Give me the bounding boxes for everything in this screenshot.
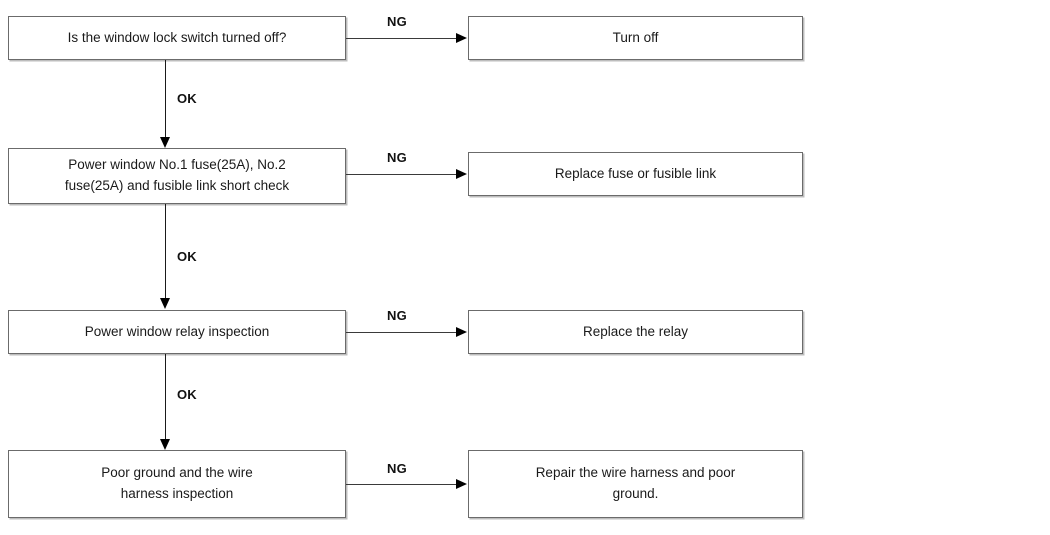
- check-box-step-2[interactable]: Power window No.1 fuse(25A), No.2 fuse(2…: [8, 148, 346, 204]
- result-box-step-1-label: Turn off: [612, 29, 659, 45]
- ng-label-3: NG: [387, 308, 407, 323]
- result-box-step-3-label: Replace the relay: [582, 323, 689, 339]
- ok-label-3: OK: [177, 387, 197, 402]
- ng-connector-line-2: [346, 174, 458, 175]
- ng-label-2: NG: [387, 150, 407, 165]
- ok-label-2: OK: [177, 249, 197, 264]
- ng-arrow-head-4: [456, 478, 467, 489]
- check-box-step-1[interactable]: Is the window lock switch turned off?: [8, 16, 346, 60]
- ok-arrow-head-1: [159, 137, 170, 148]
- ng-arrow-head-1: [456, 32, 467, 43]
- ng-connector-line-1: [346, 38, 458, 39]
- check-box-step-1-label: Is the window lock switch turned off?: [67, 29, 287, 45]
- result-box-step-4[interactable]: Repair the wire harness and poor ground.: [468, 450, 803, 518]
- ng-connector-line-4: [346, 484, 458, 485]
- ng-label-4: NG: [387, 461, 407, 476]
- result-box-step-2-label: Replace fuse or fusible link: [554, 165, 717, 181]
- result-box-step-4-label: Repair the wire harness and poor ground.: [535, 465, 736, 501]
- check-box-step-4-label: Poor ground and the wire harness inspect…: [101, 465, 253, 501]
- ok-connector-line-1: [165, 60, 166, 138]
- check-box-step-3-label: Power window relay inspection: [84, 323, 270, 339]
- result-box-step-2[interactable]: Replace fuse or fusible link: [468, 152, 803, 196]
- ok-label-1: OK: [177, 91, 197, 106]
- check-box-step-2-label: Power window No.1 fuse(25A), No.2 fuse(2…: [64, 157, 290, 193]
- ng-arrow-head-3: [456, 326, 467, 337]
- ng-arrow-head-2: [456, 168, 467, 179]
- ng-connector-line-3: [346, 332, 458, 333]
- ok-connector-line-2: [165, 204, 166, 299]
- check-box-step-3[interactable]: Power window relay inspection: [8, 310, 346, 354]
- check-box-step-4[interactable]: Poor ground and the wire harness inspect…: [8, 450, 346, 518]
- ok-connector-line-3: [165, 354, 166, 440]
- result-box-step-1[interactable]: Turn off: [468, 16, 803, 60]
- ng-label-1: NG: [387, 14, 407, 29]
- result-box-step-3[interactable]: Replace the relay: [468, 310, 803, 354]
- ok-arrow-head-3: [159, 439, 170, 450]
- ok-arrow-head-2: [159, 298, 170, 309]
